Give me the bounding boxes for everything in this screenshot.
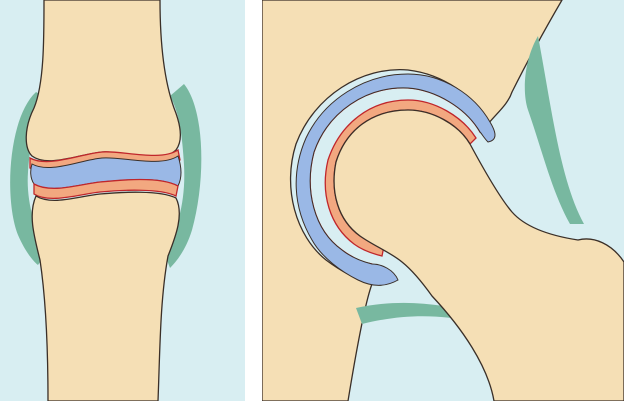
finger-joint-panel (0, 0, 245, 401)
hip-joint-panel (262, 0, 624, 401)
proximal-phalanx-bone (26, 0, 180, 161)
hip-joint-illustration (262, 0, 624, 401)
middle-phalanx-bone (32, 192, 179, 401)
finger-joint-illustration (0, 0, 245, 401)
